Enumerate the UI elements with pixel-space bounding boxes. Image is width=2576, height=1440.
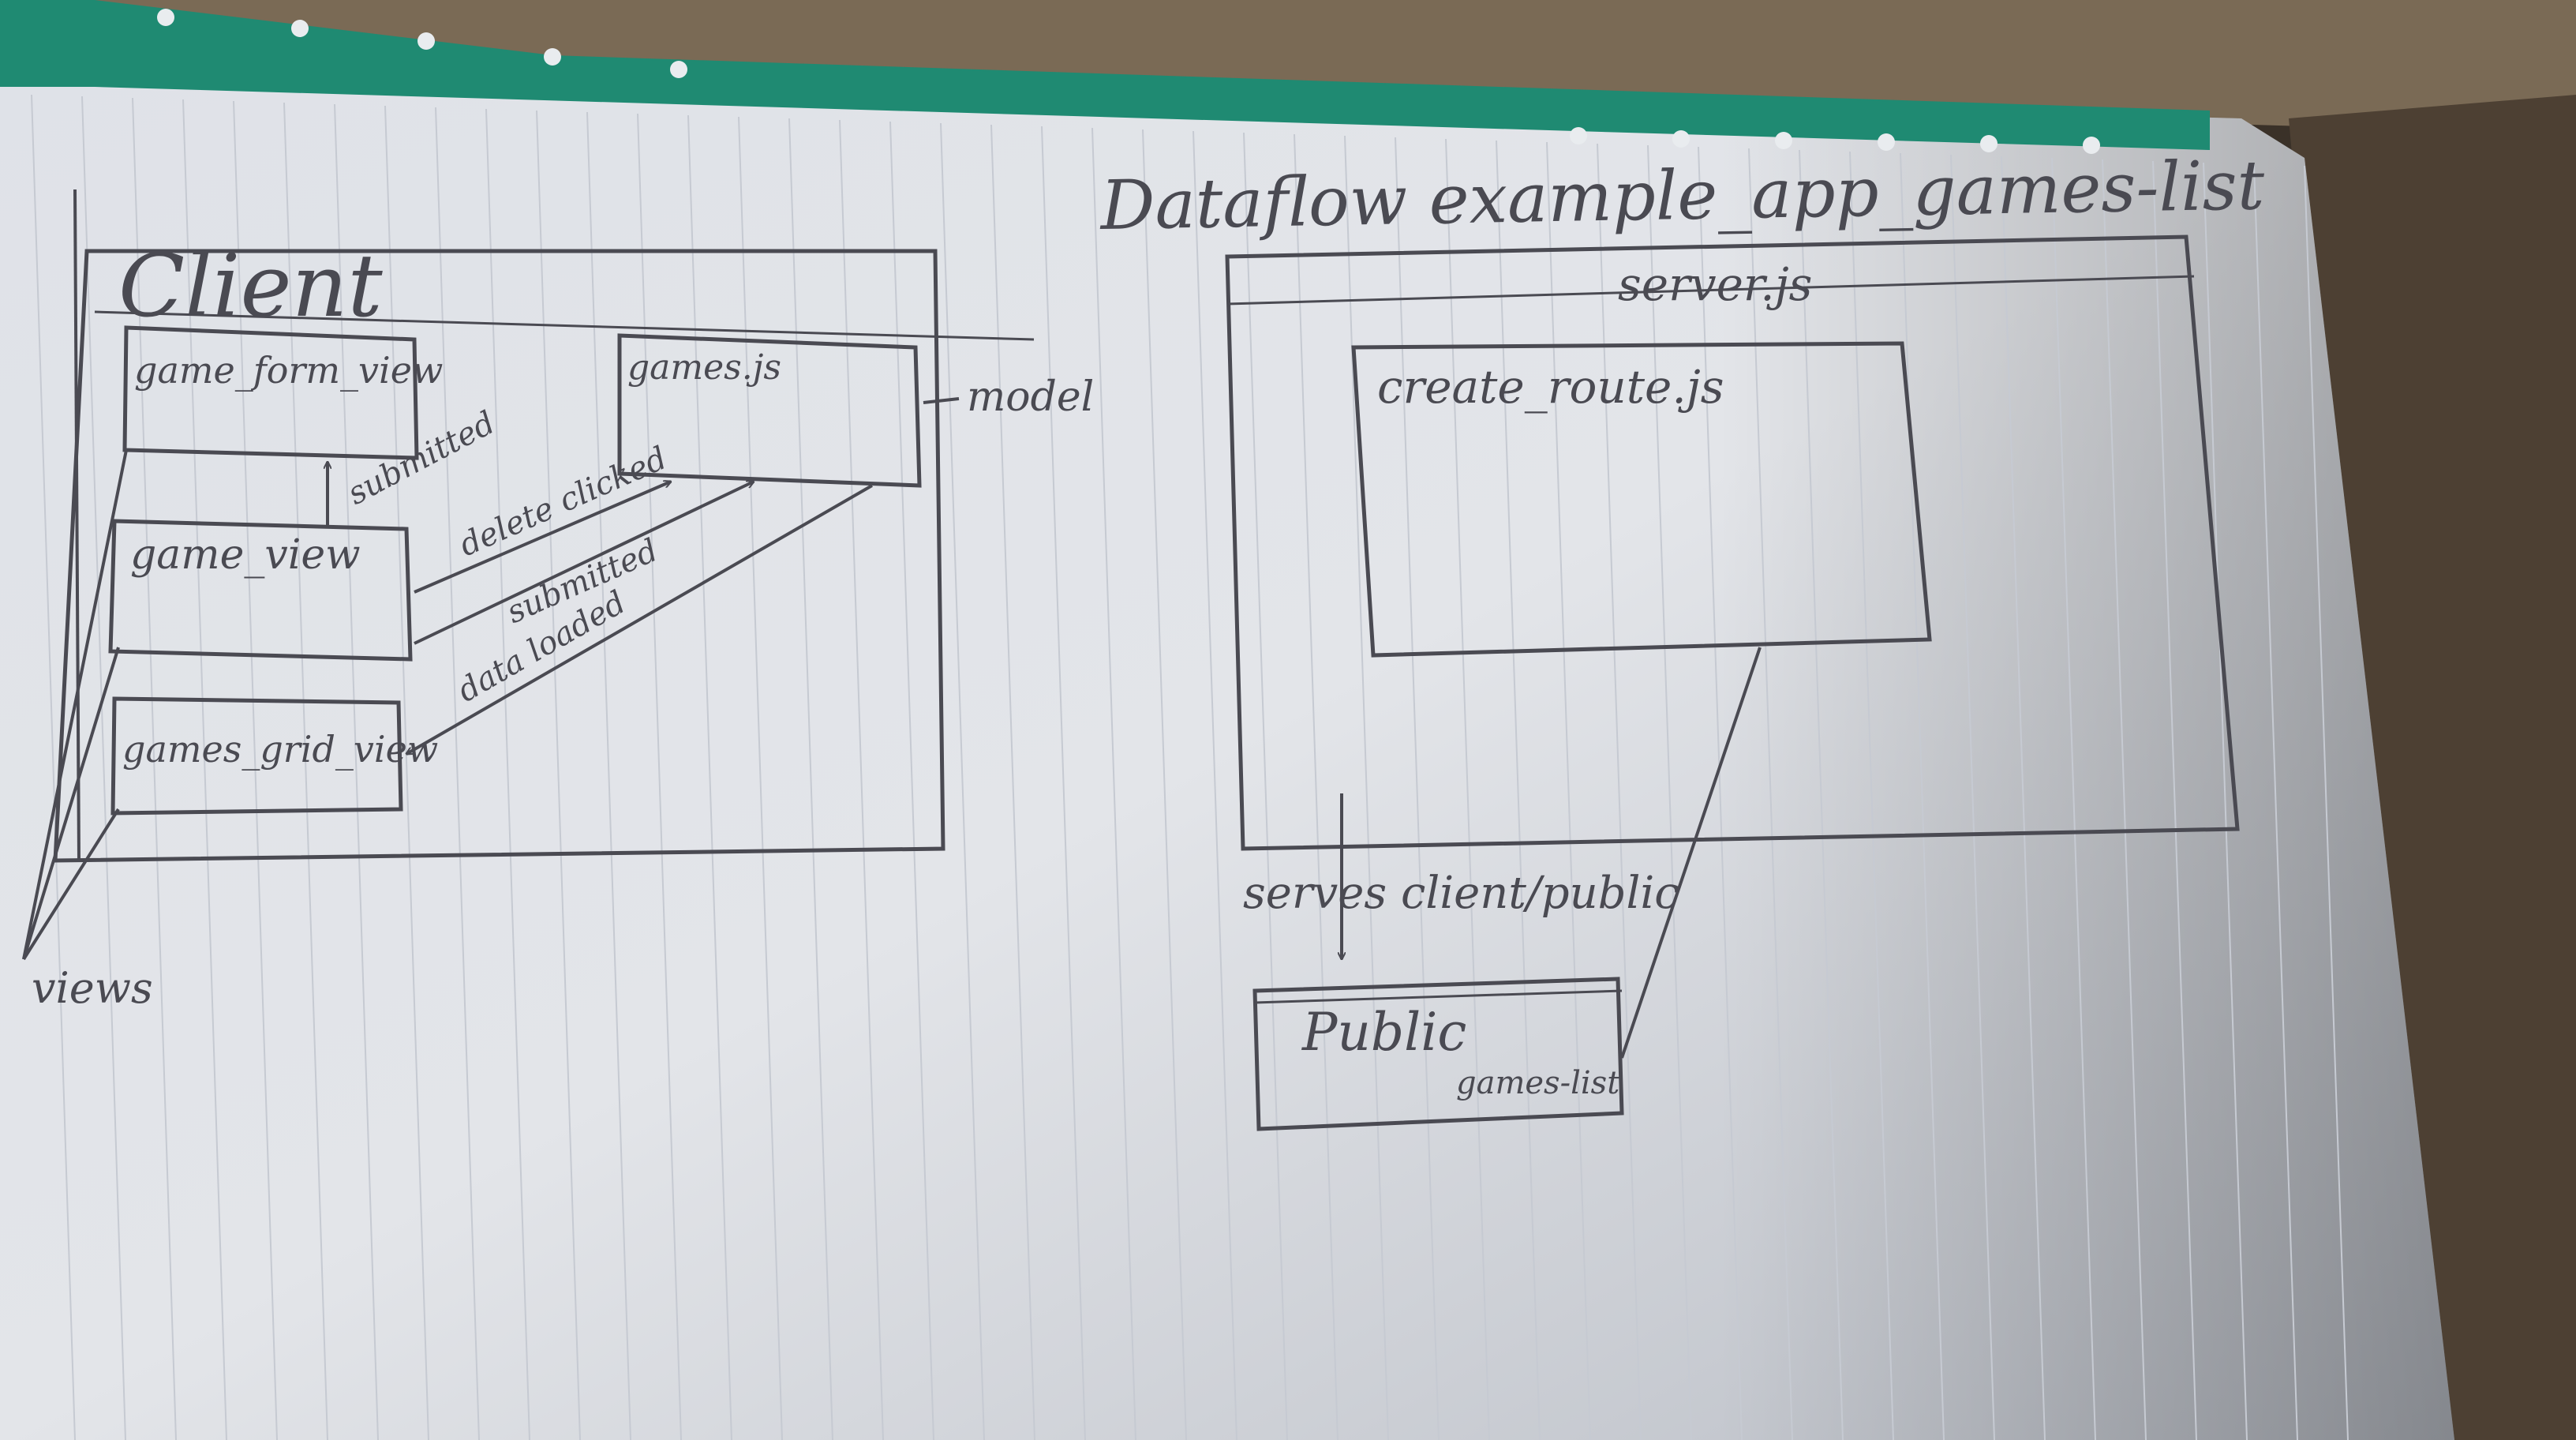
ruling-line bbox=[738, 116, 783, 1440]
ruling-line bbox=[384, 105, 429, 1440]
route-box bbox=[1351, 341, 1932, 658]
ruling-line bbox=[283, 102, 328, 1440]
ruling-line bbox=[2304, 165, 2349, 1440]
edge-data-loaded bbox=[406, 484, 873, 756]
ruling-line bbox=[1294, 133, 1339, 1440]
ruling-line bbox=[485, 108, 530, 1440]
ruling-line bbox=[990, 124, 1035, 1440]
ruling-line bbox=[1041, 126, 1086, 1440]
model-pointer bbox=[923, 397, 960, 404]
public-file: games-list bbox=[1456, 1065, 1620, 1101]
ruling-line bbox=[132, 97, 177, 1440]
view-box-game-form bbox=[122, 325, 419, 460]
view-label-games-grid: games_grid_view bbox=[122, 728, 438, 771]
public-box bbox=[1252, 977, 1624, 1131]
views-annotation: views bbox=[32, 963, 153, 1013]
view-box-games-grid bbox=[110, 696, 403, 816]
ruling-line bbox=[182, 99, 227, 1440]
ruling-line bbox=[1142, 129, 1187, 1440]
ruling-line bbox=[1597, 143, 1642, 1440]
edge-delete-clicked bbox=[414, 482, 671, 594]
ruling-line bbox=[1445, 138, 1490, 1440]
model-annotation: model bbox=[967, 373, 1094, 421]
view-box-game bbox=[108, 519, 413, 662]
ruling-line bbox=[940, 122, 985, 1440]
ruling-line bbox=[788, 118, 833, 1440]
model-label: games.js bbox=[627, 347, 781, 388]
ruling-line bbox=[1243, 132, 1288, 1440]
ruling-line bbox=[2102, 159, 2147, 1440]
ruling-line bbox=[1647, 144, 1692, 1440]
client-container bbox=[53, 189, 1035, 863]
ruling-line bbox=[586, 111, 631, 1440]
binder-holes bbox=[157, 9, 2100, 154]
ruling-line bbox=[31, 94, 76, 1440]
ruling-line bbox=[536, 110, 581, 1440]
ruling-line bbox=[2152, 160, 2197, 1440]
paper-shade bbox=[0, 55, 2454, 1440]
model-box bbox=[617, 333, 922, 488]
view-label-game-form: game_form_view bbox=[134, 349, 443, 392]
edge-submitted-to-model bbox=[414, 480, 754, 645]
server-container bbox=[1225, 234, 2240, 851]
ruling-line bbox=[1748, 148, 1793, 1440]
route-label: create_route.js bbox=[1377, 360, 1724, 414]
serves-label: serves client/public bbox=[1243, 868, 1679, 919]
ruling-line bbox=[1900, 152, 1945, 1440]
views-bracket bbox=[22, 449, 128, 961]
ruling-line bbox=[1849, 151, 1894, 1440]
ruling-line bbox=[233, 100, 278, 1440]
ruling-line bbox=[1546, 141, 1591, 1440]
paper-ruling bbox=[31, 94, 2349, 1440]
ruling-line bbox=[839, 119, 884, 1440]
ruling-line bbox=[81, 96, 126, 1440]
server-label: server.js bbox=[1618, 257, 1812, 311]
view-label-game: game_view bbox=[130, 531, 361, 579]
ruling-line bbox=[1496, 140, 1541, 1440]
ruling-line bbox=[1698, 146, 1743, 1440]
fabric-right bbox=[2289, 95, 2576, 1440]
ruling-line bbox=[1950, 154, 1995, 1440]
binder-strip bbox=[0, 0, 2210, 150]
ruling-line bbox=[889, 121, 934, 1440]
edge-route-to-public bbox=[1620, 647, 1762, 1059]
ruling-line bbox=[1395, 137, 1440, 1440]
ruling-line bbox=[1091, 127, 1136, 1440]
public-label: Public bbox=[1301, 1002, 1466, 1063]
ruling-line bbox=[435, 107, 480, 1440]
ruling-line bbox=[1799, 149, 1844, 1440]
ruling-line bbox=[2203, 162, 2248, 1440]
ruling-line bbox=[1193, 130, 1237, 1440]
ruling-line bbox=[2001, 156, 2046, 1440]
fabric-top bbox=[0, 0, 2576, 134]
client-label: Client bbox=[118, 235, 383, 336]
ruling-line bbox=[2253, 163, 2298, 1440]
ruling-line bbox=[2051, 157, 2096, 1440]
ruling-line bbox=[334, 103, 379, 1440]
ruling-line bbox=[687, 114, 732, 1440]
